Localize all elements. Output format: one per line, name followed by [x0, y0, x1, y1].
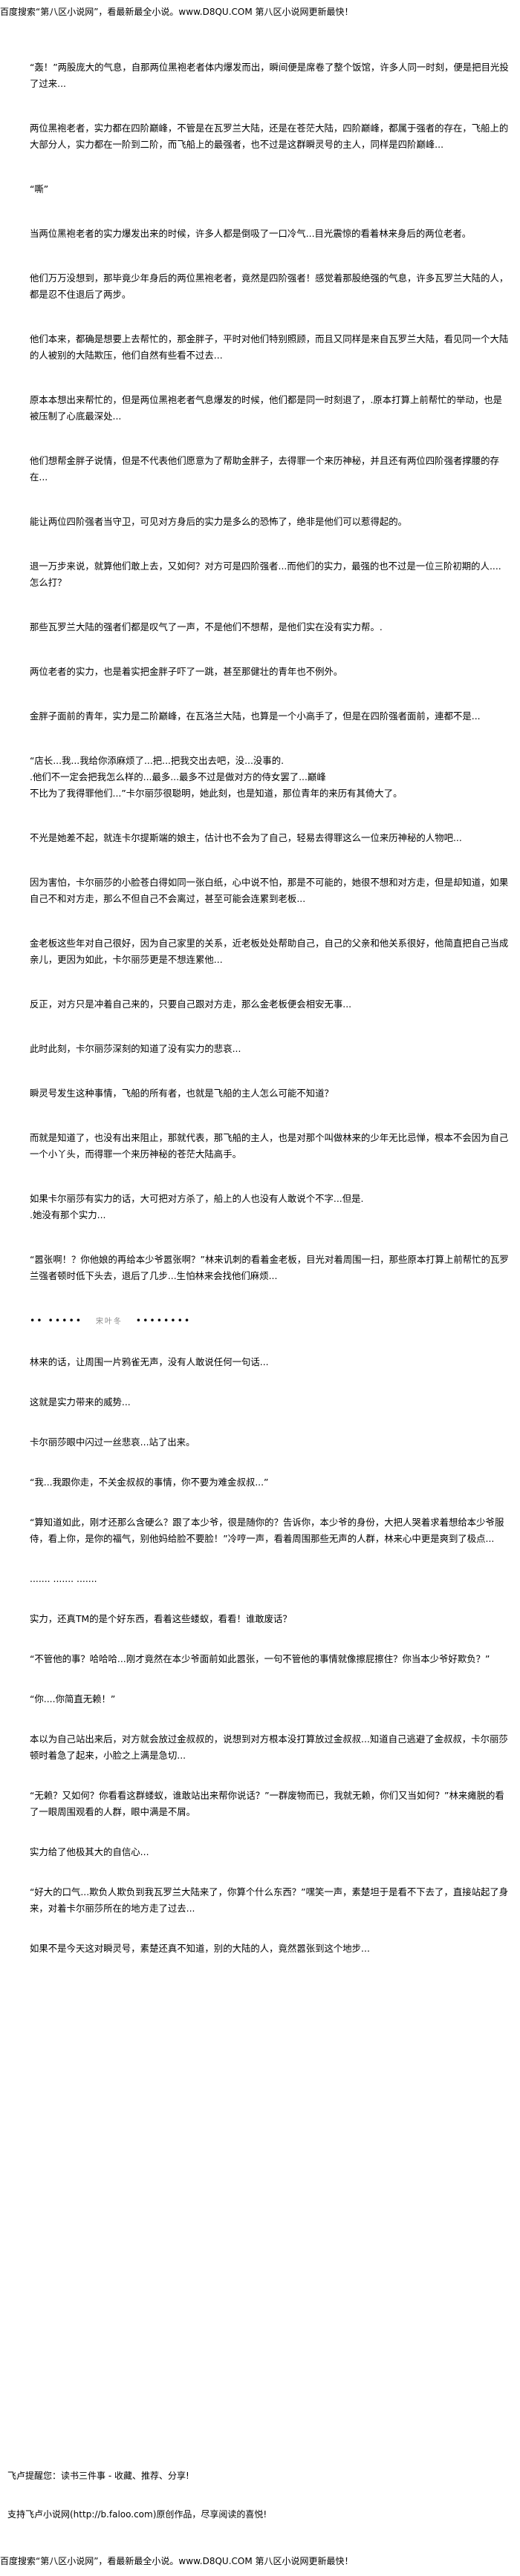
- paragraph: “好大的口气...欺负人欺负到我瓦罗兰大陆来了，你算个什么东西？”嘿笑一声，素楚…: [30, 1886, 509, 1914]
- paragraph: 退一万步来说，就算他们敢上去，又如何？对方可是四阶强者...而他们的实力，最强的…: [30, 560, 501, 588]
- top-banner: 百度搜索“第八区小说网”，看最新最全小说。www.D8QU.COM 第八区小说网…: [0, 7, 354, 17]
- paragraph: 实力，还真TM的是个好东西，看着这些蝼蚁，看看！谁敢废话？: [30, 1613, 292, 1624]
- paragraph: 而就是知道了，也没有出来阻止，那就代表，那飞船的主人，也是对那个叫做林来的少年无…: [30, 1132, 509, 1160]
- paragraph: 金老板这些年对自己很好，因为自己家里的关系，近老板处处帮助自己，自己的父亲和他关…: [30, 938, 509, 965]
- paragraph: 不光是她差不起，就连卡尔提斯端的娘主，估计也不会为了自己，轻易去得罪这么一位来历…: [30, 832, 462, 843]
- support-note: 支持飞卢小说网(http://b.faloo.com)原创作品，尽享阅读的喜悦!: [7, 2509, 267, 2520]
- reader-reminder: 飞卢提醒您：读书三件事 - 收藏、推荐、分享!: [7, 2471, 189, 2481]
- watermark-text: 宋叶冬: [95, 1318, 123, 1326]
- paragraph: “嘶”: [30, 183, 49, 194]
- paragraph: 此时此刻，卡尔丽莎深刻的知道了没有实力的悲哀...: [30, 1043, 241, 1054]
- paragraph: “店长...我...我给你添麻烦了...把...把我交出去吧，没...没事的. …: [30, 755, 403, 799]
- paragraph: 林来的话，让周围一片鸦雀无声，没有人敢说任何一句话...: [30, 1356, 269, 1367]
- paragraph: “嚣张啊！？你他娘的再给本少爷嚣张啊？”林来讥刺的看着金老板，目光对着周围一扫，…: [30, 1254, 509, 1281]
- paragraph: “不管他的事？哈哈哈...刚才竟然在本少爷面前如此嚣张，一句不管他的事情就像擦屁…: [30, 1653, 490, 1664]
- paragraph: 能让两位四阶强者当守卫，可见对方身后的实力是多么的恐怖了，绝非是他们可以惹得起的…: [30, 516, 408, 527]
- paragraph: 卡尔丽莎眼中闪过一丝悲哀...站了出来。: [30, 1436, 195, 1448]
- paragraph: 两位黑袍老者，实力都在四阶巅峰，不管是在瓦罗兰大陆，还是在苍茫大陆，四阶巅峰，都…: [30, 122, 509, 150]
- paragraph: 本以为自己站出来后，对方就会放过金叔叔的，说想到对方根本没打算放过金叔叔...知…: [30, 1733, 508, 1761]
- scene-break: •• ••••• 宋叶冬 ••••••••: [0, 1312, 520, 1330]
- scene-break: ....... ....... .......: [30, 1573, 97, 1584]
- paragraph: 那些瓦罗兰大陆的强者们都是叹气了一声，不是他们不想帮，是他们实在没有实力帮。.: [30, 621, 383, 632]
- paragraph: 金胖子面前的青年，实力是二阶巅峰，在瓦洛兰大陆，也算是一个小高手了，但是在四阶强…: [30, 710, 481, 722]
- paragraph: “轰！”两股庞大的气息，自那两位黑袍老者体内爆发而出，瞬间便是席卷了整个饭馆，许…: [30, 62, 509, 89]
- paragraph: 他们本来，都确是想要上去帮忙的，那金胖子，平时对他们特别照顾，而且又同样是来自瓦…: [30, 333, 509, 361]
- paragraph: 他们万万没想到，那毕竟少年身后的两位黑袍老者，竟然是四阶强者！感觉着那股绝强的气…: [30, 272, 509, 300]
- paragraph: 他们想帮金胖子说情，但是不代表他们愿意为了帮助金胖子，去得罪一个来历神秘，并且还…: [30, 455, 499, 483]
- paragraph: 两位老者的实力，也是着实把金胖子吓了一跳，甚至那健壮的青年也不例外。: [30, 666, 343, 677]
- bottom-banner: 百度搜索“第八区小说网”，看最新最全小说。www.D8QU.COM 第八区小说网…: [0, 2556, 354, 2566]
- scene-break-dots-left: •• •••••: [30, 1315, 83, 1326]
- paragraph: 实力给了他极其大的自信心...: [30, 1846, 149, 1857]
- paragraph: “算知道如此，刚才还那么含硬么？跟了本少爷，很是随你的？告诉你，本少爷的身份，大…: [30, 1517, 504, 1544]
- paragraph: 如果不是今天这对瞬灵号，素楚还真不知道，别的大陆的人，竟然嚣张到这个地步...: [30, 1943, 370, 1954]
- paragraph: “我...我跟你走，不关金叔叔的事情，你不要为难金叔叔...”: [30, 1477, 269, 1488]
- paragraph: “无赖？又如何？你看看这群蝼蚁，谁敢站出来帮你说话？”一群废物而已，我就无赖，你…: [30, 1790, 504, 1817]
- paragraph: “你....你简直无赖！”: [30, 1693, 116, 1704]
- paragraph: 瞬灵号发生这种事情，飞船的所有者，也就是飞船的主人怎么可能不知道？: [30, 1088, 334, 1099]
- chapter-content: “轰！”两股庞大的气息，自那两位黑袍老者体内爆发而出，瞬间便是席卷了整个饭馆，许…: [0, 59, 520, 1981]
- paragraph: 因为害怕，卡尔丽莎的小脸苍白得如同一张白纸，心中说不怕，那是不可能的，她很不想和…: [30, 877, 509, 904]
- scene-break-dots-right: ••••••••: [135, 1315, 192, 1326]
- paragraph: 当两位黑袍老者的实力爆发出来的时候，许多人都是倒吸了一口冷气...目光震惊的看着…: [30, 228, 472, 239]
- paragraph: 这就是实力带来的威势...: [30, 1396, 131, 1408]
- paragraph: 反正，对方只是冲着自己来的，只要自己跟对方走，那么金老板便会相安无事...: [30, 998, 352, 1010]
- paragraph: 如果卡尔丽莎有实力的话，大可把对方杀了，船上的人也没有人敢说个不字...但是. …: [30, 1193, 364, 1220]
- paragraph: 原本本想出来帮忙的，但是两位黑袍老者气息爆发的时候，他们都是同一时刻退了，.原本…: [30, 394, 502, 422]
